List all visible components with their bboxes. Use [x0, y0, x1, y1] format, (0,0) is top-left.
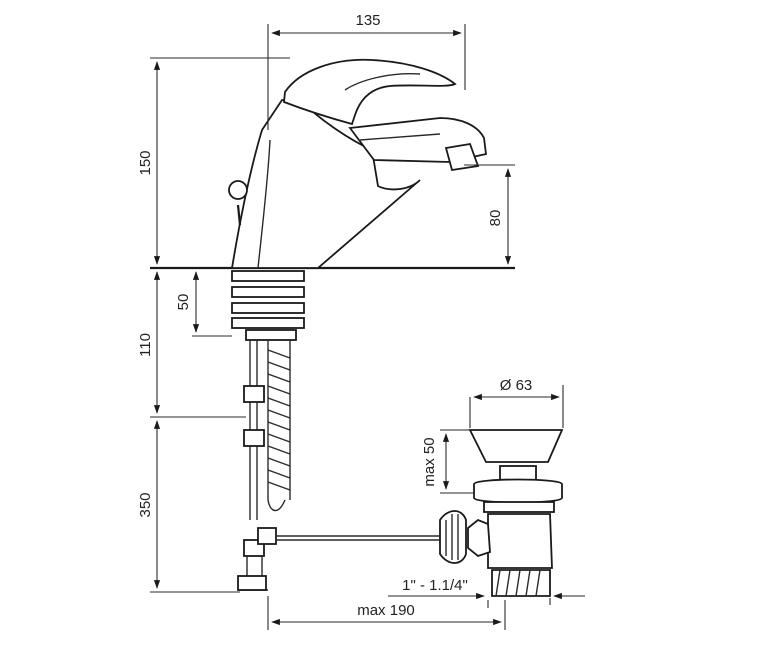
lever-handle: [283, 58, 457, 126]
dimension-lines: [153, 29, 585, 626]
extension-lines: [150, 24, 564, 630]
popup-waste: [439, 429, 564, 597]
popup-rod: [228, 180, 248, 226]
label-max-190: max 190: [357, 602, 415, 619]
spout: [348, 117, 487, 172]
label-150: 150: [137, 150, 154, 175]
flexible-hoses: [237, 340, 291, 591]
label-waste-diameter: Ø 63: [500, 377, 533, 394]
label-50: 50: [175, 294, 192, 311]
label-thread-size: 1" - 1.1/4": [402, 577, 468, 594]
label-80: 80: [487, 210, 504, 227]
dimension-labels: 135 150 80 50 110 350 Ø 63 max 50 1" - 1…: [137, 12, 532, 619]
mounting-assembly: [231, 270, 305, 341]
label-135: 135: [355, 12, 380, 29]
pull-rod-linkage: [257, 527, 440, 545]
label-110: 110: [137, 333, 154, 357]
label-max-50: max 50: [421, 437, 438, 486]
label-350: 350: [137, 492, 154, 517]
